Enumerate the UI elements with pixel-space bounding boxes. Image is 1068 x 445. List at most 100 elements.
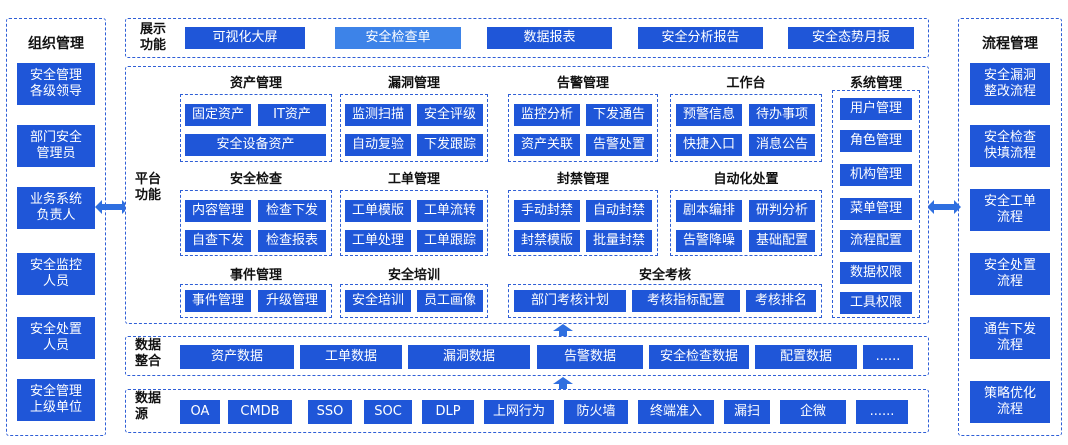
integration-vuln[interactable]: 漏洞数据 [408, 345, 530, 369]
org-item-handling-staff[interactable]: 安全处置 人员 [17, 317, 95, 359]
check-report[interactable]: 检查报表 [258, 230, 326, 252]
display-item-analysis[interactable]: 安全分析报告 [638, 27, 763, 49]
security-check-group [180, 190, 332, 256]
automation-config[interactable]: 基础配置 [749, 230, 815, 252]
org-management-panel: 组织管理 安全管理 各级领导 部门安全 管理员 业务系统 负责人 安全监控 人员… [6, 18, 106, 436]
system-org[interactable]: 机构管理 [840, 164, 912, 186]
ticket-flow[interactable]: 工单流转 [417, 200, 483, 222]
integration-more[interactable]: ...... [863, 345, 913, 369]
source-terminal-access[interactable]: 终端准入 [638, 400, 714, 424]
workbench-warning[interactable]: 预警信息 [676, 104, 742, 126]
source-vuln-scan[interactable]: 漏扫 [724, 400, 770, 424]
process-item-handling[interactable]: 安全处置 流程 [970, 253, 1050, 295]
assessment-plan[interactable]: 部门考核计划 [514, 290, 626, 312]
platform-functions-label: 平台 功能 [135, 172, 162, 203]
block-management-group [508, 190, 658, 256]
org-item-leaders[interactable]: 安全管理 各级领导 [17, 63, 95, 105]
assessment-group [508, 284, 822, 318]
alarm-asset-link[interactable]: 资产关联 [514, 134, 580, 156]
org-item-superior-unit[interactable]: 安全管理 上级单位 [17, 379, 95, 421]
process-item-vuln-fix[interactable]: 安全漏洞 整改流程 [970, 63, 1050, 105]
source-more[interactable]: ...... [856, 400, 908, 424]
system-process-config[interactable]: 流程配置 [840, 230, 912, 252]
left-double-arrow-icon [95, 200, 129, 214]
security-check-title: 安全检查 [229, 172, 282, 187]
event-management-group [180, 284, 332, 318]
check-content[interactable]: 内容管理 [185, 200, 251, 222]
check-self[interactable]: 自查下发 [185, 230, 251, 252]
vuln-scan[interactable]: 监测扫描 [345, 104, 411, 126]
training-course[interactable]: 安全培训 [345, 290, 411, 312]
ticket-tracking[interactable]: 工单跟踪 [417, 230, 483, 252]
block-management-title: 封禁管理 [556, 172, 609, 187]
check-dispatch[interactable]: 检查下发 [258, 200, 326, 222]
process-item-ticket[interactable]: 安全工单 流程 [970, 189, 1050, 231]
display-functions-label: 展示 功能 [140, 22, 167, 53]
vuln-management-group [340, 94, 488, 162]
org-item-dept-admin[interactable]: 部门安全 管理员 [17, 125, 95, 167]
vuln-tracking[interactable]: 下发跟踪 [417, 134, 483, 156]
source-internet-behavior[interactable]: 上网行为 [484, 400, 554, 424]
block-template[interactable]: 封禁模版 [514, 230, 580, 252]
system-data-permission[interactable]: 数据权限 [840, 262, 912, 284]
training-group [340, 284, 488, 318]
block-batch[interactable]: 批量封禁 [586, 230, 652, 252]
system-user[interactable]: 用户管理 [840, 98, 912, 120]
source-firewall[interactable]: 防火墙 [564, 400, 628, 424]
source-dlp[interactable]: DLP [422, 400, 474, 424]
alarm-notice[interactable]: 下发通告 [586, 104, 652, 126]
training-profile[interactable]: 员工画像 [417, 290, 483, 312]
process-item-notice[interactable]: 通告下发 流程 [970, 317, 1050, 359]
workbench-shortcut[interactable]: 快捷入口 [676, 134, 742, 156]
integration-asset[interactable]: 资产数据 [180, 345, 294, 369]
alarm-management-title: 告警管理 [556, 76, 609, 91]
org-item-system-owner[interactable]: 业务系统 负责人 [17, 187, 95, 229]
workbench-todo[interactable]: 待办事项 [749, 104, 815, 126]
source-wecom[interactable]: 企微 [780, 400, 846, 424]
vuln-recheck[interactable]: 自动复验 [345, 134, 411, 156]
org-management-title: 组织管理 [28, 36, 84, 52]
integration-check[interactable]: 安全检查数据 [649, 345, 749, 369]
system-management-title: 系统管理 [849, 76, 902, 91]
alarm-management-group [508, 94, 658, 162]
asset-management-title: 资产管理 [229, 76, 282, 91]
alarm-handling[interactable]: 告警处置 [586, 134, 652, 156]
process-item-check-fill[interactable]: 安全检查 快填流程 [970, 125, 1050, 167]
alarm-monitor[interactable]: 监控分析 [514, 104, 580, 126]
system-menu[interactable]: 菜单管理 [840, 198, 912, 220]
system-role[interactable]: 角色管理 [840, 130, 912, 152]
event-management-title: 事件管理 [229, 268, 282, 283]
assessment-indicator[interactable]: 考核指标配置 [632, 290, 740, 312]
automation-analysis[interactable]: 研判分析 [749, 200, 815, 222]
source-cmdb[interactable]: CMDB [228, 400, 292, 424]
asset-security-device[interactable]: 安全设备资产 [185, 134, 326, 156]
source-sso[interactable]: SSO [308, 400, 352, 424]
asset-it[interactable]: IT资产 [258, 104, 326, 126]
vuln-rating[interactable]: 安全评级 [417, 104, 483, 126]
display-item-report[interactable]: 数据报表 [487, 27, 612, 49]
display-item-big-screen[interactable]: 可视化大屏 [185, 27, 305, 49]
workbench-title: 工作台 [726, 76, 766, 91]
block-manual[interactable]: 手动封禁 [514, 200, 580, 222]
assessment-ranking[interactable]: 考核排名 [746, 290, 816, 312]
asset-fixed[interactable]: 固定资产 [185, 104, 251, 126]
ticket-management-title: 工单管理 [387, 172, 440, 187]
source-soc[interactable]: SOC [364, 400, 412, 424]
system-tool-permission[interactable]: 工具权限 [840, 292, 912, 314]
display-item-monthly[interactable]: 安全态势月报 [788, 27, 914, 49]
display-item-check-list[interactable]: 安全检查单 [335, 27, 461, 49]
automation-denoise[interactable]: 告警降噪 [676, 230, 742, 252]
integration-ticket[interactable]: 工单数据 [300, 345, 402, 369]
source-oa[interactable]: OA [180, 400, 220, 424]
automation-playbook[interactable]: 剧本编排 [676, 200, 742, 222]
workbench-announcement[interactable]: 消息公告 [749, 134, 815, 156]
process-item-policy[interactable]: 策略优化 流程 [970, 381, 1050, 423]
integration-alarm[interactable]: 告警数据 [537, 345, 643, 369]
ticket-template[interactable]: 工单模版 [345, 200, 411, 222]
org-item-monitor-staff[interactable]: 安全监控 人员 [17, 253, 95, 295]
event-manage[interactable]: 事件管理 [185, 290, 251, 312]
ticket-handling[interactable]: 工单处理 [345, 230, 411, 252]
block-auto[interactable]: 自动封禁 [586, 200, 652, 222]
integration-config[interactable]: 配置数据 [755, 345, 857, 369]
event-escalation[interactable]: 升级管理 [258, 290, 326, 312]
